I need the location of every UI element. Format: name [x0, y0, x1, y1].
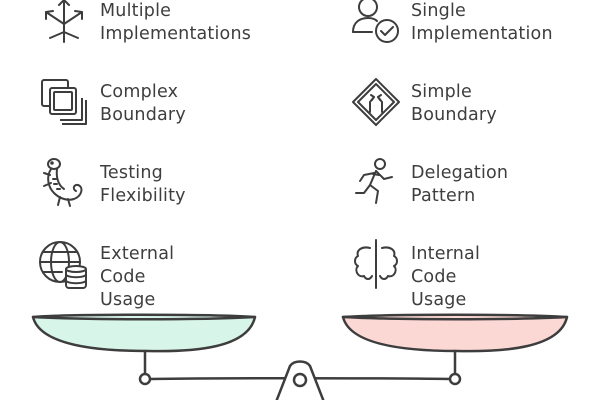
right-item-label: Single Implementation — [411, 1, 553, 44]
right-item-label: Internal Code Usage — [411, 244, 481, 310]
mirrored-code-icon — [350, 238, 402, 290]
right-pan — [341, 313, 569, 353]
arrows-branching-icon — [38, 0, 90, 46]
road-sign-icon — [350, 76, 402, 128]
left-beam-pivot — [138, 372, 152, 386]
left-pan-rim — [31, 315, 257, 321]
left-item-label: Complex Boundary — [100, 82, 186, 125]
user-check-icon — [350, 0, 402, 46]
left-item-label: Multiple Implementations — [100, 1, 252, 44]
right-beam-pivot — [448, 372, 462, 386]
right-item-label: Delegation Pattern — [411, 163, 509, 206]
stacked-squares-icon — [38, 76, 90, 128]
fulcrum-pivot — [292, 372, 308, 388]
left-item-label: Testing Flexibility — [100, 163, 186, 206]
globe-database-icon — [38, 238, 90, 290]
right-pan-rim — [341, 315, 569, 321]
running-person-icon — [350, 157, 402, 209]
right-item-label: Simple Boundary — [411, 82, 497, 125]
lizard-icon — [38, 157, 90, 209]
left-pan — [31, 313, 257, 353]
left-item-label: External Code Usage — [100, 244, 175, 310]
